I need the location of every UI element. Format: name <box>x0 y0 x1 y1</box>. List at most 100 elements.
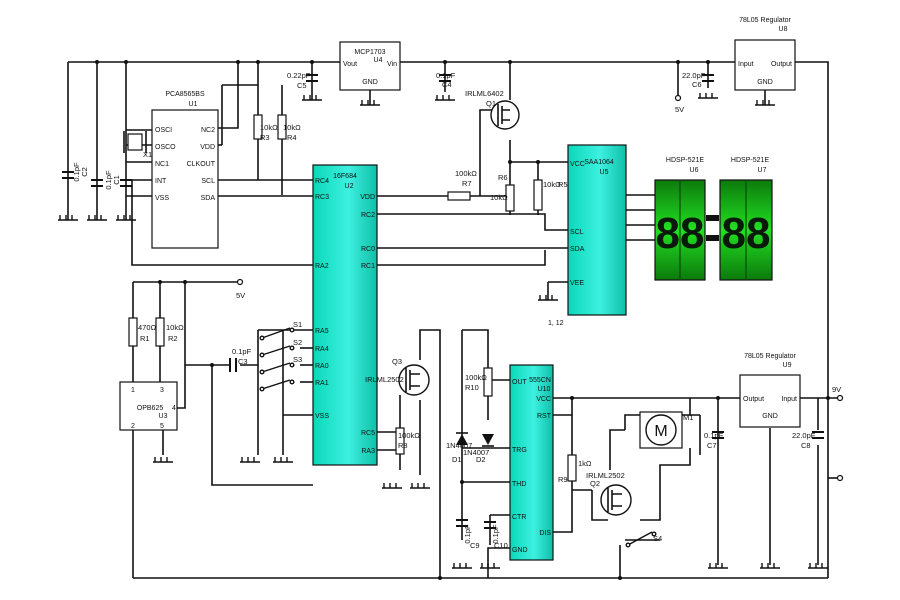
u10-pin: OUT <box>512 379 528 386</box>
u4-vin: Vin <box>387 61 397 68</box>
capacitors <box>62 74 824 529</box>
ground-symbols <box>58 93 828 569</box>
u1-pin: SCL <box>201 178 215 185</box>
u7-label: HDSP-521E <box>731 157 769 164</box>
u10-pin: TRG <box>512 447 527 454</box>
u2-pin: RC1 <box>361 263 375 270</box>
r3-value: 10kΩ <box>260 123 278 132</box>
u4-ref: U4 <box>374 57 383 64</box>
u2-pin: RA3 <box>361 448 375 455</box>
r1-ref: R1 <box>140 334 150 343</box>
chip-u1: PCA8565BS U1 OSCI OSCO NC1 INT VSS NC2 V… <box>151 91 219 249</box>
c6-ref: C6 <box>692 80 702 89</box>
s1-ref: S1 <box>293 320 302 329</box>
u1-pin: SDA <box>201 195 216 202</box>
u8-input: Input <box>738 61 754 68</box>
u9-label: 78L05 Regulator <box>744 353 796 360</box>
capacitor-c1b <box>120 179 132 187</box>
c2-ref: C2 <box>80 167 89 177</box>
x1-ref: X1 <box>143 150 152 159</box>
u10-pin: CTR <box>512 514 526 521</box>
u5-pin: VEE <box>570 280 584 287</box>
c10-ref: C10 <box>494 541 508 550</box>
resistors <box>128 114 577 482</box>
motor-m1: M <box>639 411 683 449</box>
u2-pin: RC4 <box>315 178 329 185</box>
d1-label: 1N4007 <box>446 441 472 450</box>
display-connectors <box>706 215 719 241</box>
switch-s1 <box>261 327 291 339</box>
capacitor-c8 <box>812 431 824 439</box>
d2-ref: D2 <box>476 455 486 464</box>
component-labels: 0.1pF C2 0.1pF C1 X1 10kΩ R3 10kΩ R4 0.2… <box>72 71 841 550</box>
u2-pin: VDD <box>360 194 375 201</box>
u4-label: MCP1703 <box>354 49 385 56</box>
c1-ref: C1 <box>112 175 121 185</box>
mosfet-q1 <box>490 100 520 130</box>
chip-u8: 78L05 Regulator U8 Input Output GND <box>734 17 796 91</box>
q2-label: IRLML2502 <box>586 471 625 480</box>
crystal-x1 <box>123 131 147 153</box>
u6-digits: 88 <box>656 209 705 258</box>
mosfet-q3 <box>398 364 430 396</box>
u1-pin: NC2 <box>201 127 215 134</box>
u3-pin: 4 <box>172 405 176 412</box>
u10-label: 555CN <box>529 377 551 384</box>
u10-pin: THD <box>512 481 526 488</box>
resistor-r3 <box>253 114 263 140</box>
resistor-r9 <box>567 454 577 482</box>
r2-ref: R2 <box>168 334 178 343</box>
d1-ref: D1 <box>452 455 462 464</box>
resistor-r8 <box>395 427 405 455</box>
u2-pin: VSS <box>315 413 329 420</box>
s2-ref: S2 <box>293 338 302 347</box>
u7-digits: 88 <box>722 209 771 258</box>
c9-ref: C9 <box>470 541 480 550</box>
display-u7: HDSP-521E U7 88 <box>719 157 773 281</box>
u3-label: OPB625 <box>137 405 164 412</box>
switch-s3 <box>261 362 291 373</box>
chip-u5: SAA1064 U5 VCC SCL SDA VEE 1, 12 <box>548 144 627 327</box>
u3-pin: 2 <box>131 423 135 430</box>
u9-input: Input <box>781 396 797 403</box>
capacitor-c10 <box>484 521 496 529</box>
u8-output: Output <box>771 61 792 68</box>
diode-d1 <box>456 434 468 445</box>
u3-pin: 3 <box>160 387 164 394</box>
junction-dots <box>95 60 830 580</box>
u1-pin: INT <box>155 178 167 185</box>
mosfet-q2 <box>600 484 632 516</box>
u10-pin: RST <box>537 413 552 420</box>
r3-ref: R3 <box>260 133 270 142</box>
diode-d2 <box>482 434 494 445</box>
c3-value: 0.1pF <box>232 347 252 356</box>
wires <box>67 61 840 579</box>
c5-value: 0.22pF <box>287 71 311 80</box>
chip-u9: 78L05 Regulator U9 Output Input GND <box>739 353 801 428</box>
u3-pin: 1 <box>131 387 135 394</box>
switch-s4 <box>627 531 653 546</box>
r1-value: 470Ω <box>138 323 157 332</box>
net-flags <box>236 94 844 482</box>
c9-value: 0.1pF <box>463 524 472 544</box>
capacitor-c5 <box>306 74 318 82</box>
u5-pin: SCL <box>570 229 584 236</box>
m1-ref: M1 <box>683 413 693 422</box>
r9-ref: R9 <box>558 475 568 484</box>
u10-pin: GND <box>512 547 528 554</box>
resistor-r7 <box>447 191 471 201</box>
u1-pin: CLKOUT <box>187 161 216 168</box>
u5-note: 1, 12 <box>548 320 564 327</box>
c6-value: 22.0pF <box>682 71 706 80</box>
u10-pin: DIS <box>539 530 551 537</box>
c10-value: 0.1pF <box>491 524 500 544</box>
u9-gnd: GND <box>762 413 778 420</box>
diodes <box>456 432 494 447</box>
c7-value: 0.1pF <box>704 431 724 440</box>
c1-value: 0.1pF <box>104 170 113 190</box>
capacitor-c7 <box>712 431 724 439</box>
capacitor-c2 <box>62 171 74 179</box>
c3-ref: C3 <box>238 357 248 366</box>
net-9v: 9V <box>832 385 841 394</box>
u5-ref: U5 <box>600 169 609 176</box>
